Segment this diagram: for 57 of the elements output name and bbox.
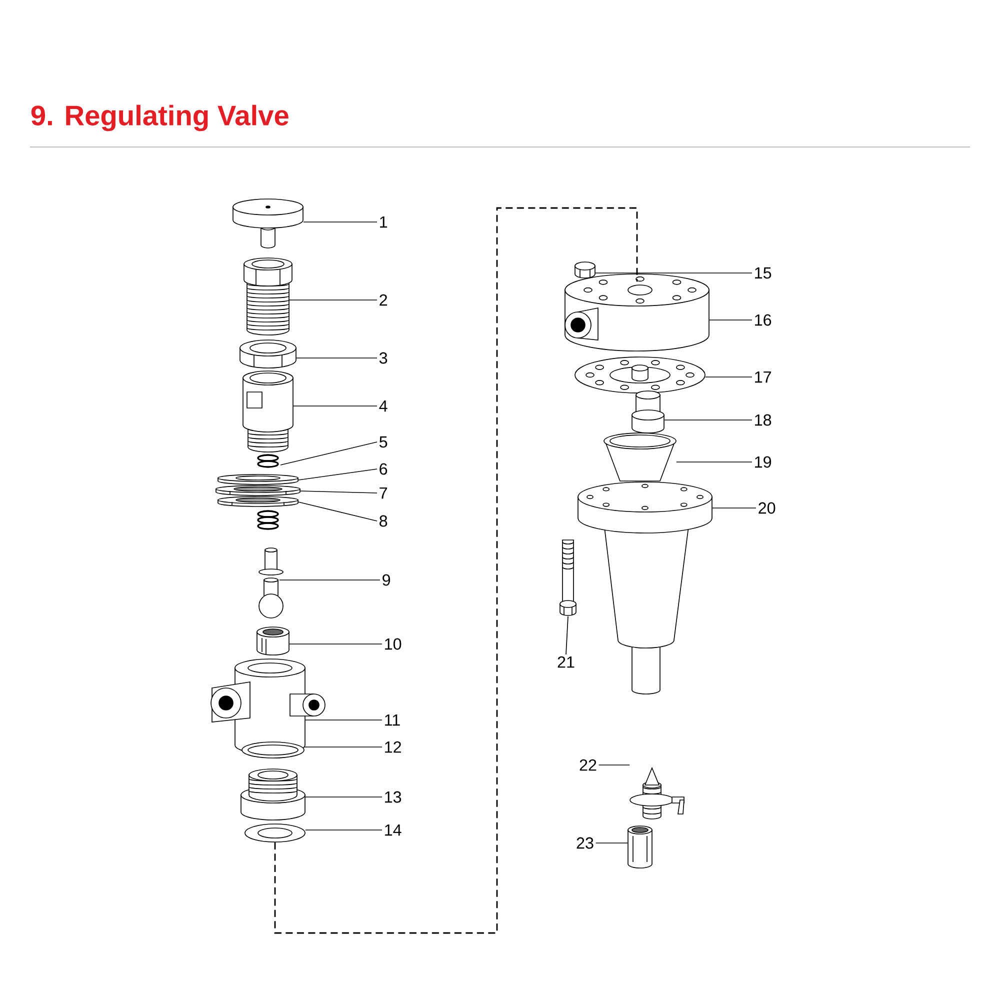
knob-drawing: [232, 198, 304, 248]
filter-bowl-drawing: [578, 482, 712, 694]
tube-drawing: [628, 826, 652, 868]
adapter-drawing: [242, 370, 294, 452]
washer-drawing: [244, 824, 306, 842]
cover-drawing: [564, 274, 710, 352]
callout-number: 6: [380, 463, 388, 475]
leader-line: [304, 746, 382, 748]
valve-pin-drawing: [258, 548, 284, 618]
leader-line: [705, 376, 752, 378]
callout-number: 22: [580, 759, 596, 771]
callout-number: 13: [385, 791, 402, 803]
piston-drawing: [632, 390, 664, 434]
drain-cock-drawing: [630, 766, 684, 820]
o-ring-drawing: [242, 742, 304, 758]
leader-line: [595, 842, 628, 844]
callout-number: 17: [755, 371, 771, 383]
cone-drawing: [604, 432, 676, 482]
callout-number: 8: [380, 515, 388, 527]
title: 9. Regulating Valve: [31, 104, 288, 132]
washer-drawing: [216, 485, 300, 496]
leader-line: [298, 502, 378, 522]
bolt-drawing: [560, 540, 576, 616]
leader-line: [595, 272, 752, 274]
callout-number: 12: [385, 741, 401, 753]
callout-number: 14: [385, 824, 402, 836]
callout-number: 4: [379, 400, 388, 412]
callout-number: 5: [379, 436, 388, 448]
callout-number: 11: [385, 714, 400, 726]
callout-number: 2: [380, 294, 388, 306]
connecting-line: [274, 207, 638, 934]
bushing-drawing: [244, 258, 292, 336]
callout-number: 15: [755, 267, 772, 279]
callout-number: 19: [755, 456, 772, 468]
callout-number: 7: [380, 487, 388, 499]
callout-number: 23: [576, 837, 594, 849]
leader-line: [305, 796, 382, 798]
leader-line: [598, 764, 630, 766]
leader-line: [300, 490, 378, 494]
nut-drawing: [574, 262, 596, 278]
callout-number: 1: [380, 216, 388, 228]
callout-number: 16: [755, 314, 772, 326]
lock-nut-drawing: [240, 340, 296, 368]
leader-line: [280, 442, 378, 466]
leader-line: [566, 616, 568, 655]
callout-number: 9: [382, 574, 390, 586]
plug-drawing: [240, 768, 306, 820]
callout-number: 20: [758, 502, 776, 514]
washer-drawing: [218, 474, 298, 485]
callout-number: 18: [755, 414, 772, 426]
washer-drawing: [218, 496, 298, 507]
callout-number: 21: [558, 656, 574, 668]
callout-number: 3: [379, 352, 388, 364]
spring-drawing: [257, 454, 279, 530]
seat-ring-drawing: [256, 626, 290, 656]
callout-number: 10: [385, 638, 402, 650]
leader-line: [298, 468, 378, 480]
